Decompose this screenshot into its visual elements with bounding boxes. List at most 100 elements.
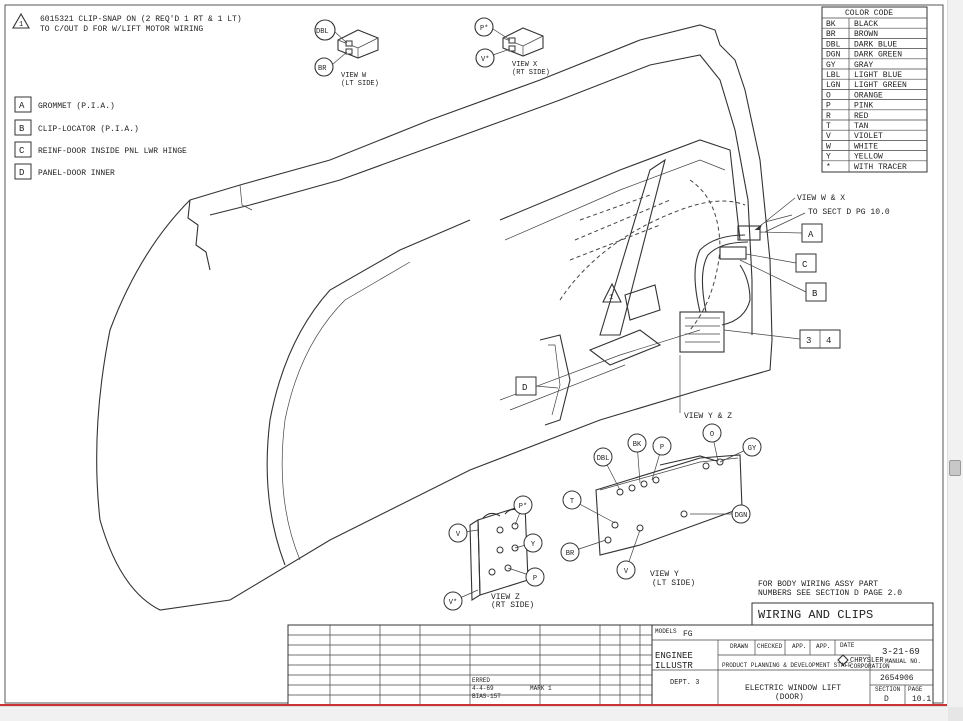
view-x: P* V* VIEW X (RT SIDE) — [474, 17, 550, 77]
color-code-12: W — [826, 142, 831, 151]
note-number: 1 — [19, 21, 23, 29]
color-code-11: V — [826, 132, 831, 141]
callout-a: A — [808, 230, 814, 240]
page-label: PAGE — [908, 686, 923, 693]
rev-line-3: MARK 1 — [530, 685, 552, 692]
callout-d: D — [522, 383, 527, 393]
illustration-label: ILLUSTR — [655, 661, 693, 671]
view-y-side: (LT SIDE) — [652, 579, 695, 588]
callout-b: B — [812, 289, 818, 299]
section-value: D — [884, 695, 889, 704]
body-wiring-reference: FOR BODY WIRING ASSY PART NUMBERS SEE SE… — [758, 580, 902, 598]
color-name-9: RED — [854, 112, 869, 121]
view-w-wire-br: BR — [318, 65, 327, 73]
view-w-side: (LT SIDE) — [341, 80, 379, 88]
callouts: VIEW W & X TO SECT D PG 10.0 A C B 3 4 D… — [515, 194, 890, 421]
view-y-title: VIEW Y — [650, 570, 679, 579]
color-code-4: GY — [826, 61, 836, 70]
scrollbar-thumb[interactable] — [949, 460, 961, 476]
drawing-title: WIRING AND CLIPS — [758, 608, 873, 622]
note-1: 1 6015321 CLIP-SNAP ON (2 REQ'D 1 RT & 1… — [12, 12, 242, 34]
rev-line-2: 4-4-69 — [472, 685, 494, 692]
legend-text-a: GROMMET (P.I.A.) — [38, 102, 115, 111]
callout-sect-ref: TO SECT D PG 10.0 — [808, 208, 890, 217]
corp-name: CHRYSLER — [850, 657, 884, 665]
door-inner-panel — [96, 24, 793, 611]
chrysler-logo: CHRYSLER CORPORATION — [837, 654, 890, 670]
view-z-wire-1: V — [456, 531, 461, 539]
view-y-wire-4: DBL — [597, 455, 610, 463]
callout-3: 3 — [806, 336, 811, 346]
view-z-side: (RT SIDE) — [491, 601, 534, 610]
body-ref-line-1: FOR BODY WIRING ASSY PART — [758, 580, 878, 589]
view-y-wire-8: V — [624, 568, 629, 576]
corp-sub: CORPORATION — [850, 663, 890, 670]
view-z-balloon-3 — [525, 567, 545, 587]
color-name-14: WITH TRACER — [854, 163, 907, 172]
title-block: WIRING AND CLIPS MODELS FG ENGINEE ILLUS… — [287, 602, 934, 706]
date-label: DATE — [840, 642, 855, 649]
note-triangle-icon — [12, 12, 30, 29]
view-y-balloon-2 — [702, 423, 722, 443]
rev-line-1: ERRED — [472, 677, 490, 684]
color-name-10: TAN — [854, 122, 869, 131]
bottom-edge-line — [0, 704, 948, 707]
legend-text-b: CLIP-LOCATOR (P.I.A.) — [38, 125, 139, 134]
callout-view-yz: VIEW Y & Z — [684, 412, 732, 421]
staff-name: PRODUCT PLANNING & DEVELOPMENT STAFF — [722, 662, 852, 669]
view-z-balloon-1 — [448, 523, 468, 543]
legend-letter-b: B — [19, 124, 25, 134]
color-code-0: BK — [826, 20, 836, 29]
view-z-title: VIEW Z — [491, 593, 520, 602]
color-name-11: VIOLET — [854, 132, 883, 141]
manual-no-label: MANUAL NO. — [885, 658, 921, 665]
view-y-balloon-7 — [560, 542, 580, 562]
view-z-wire-0: P* — [519, 503, 527, 511]
dept-label: DEPT. 3 — [670, 679, 699, 687]
view-z-wire-3: P — [533, 575, 537, 583]
color-code-8: P — [826, 102, 831, 111]
view-y-balloon-3 — [742, 437, 762, 457]
view-y-balloon-6 — [731, 504, 751, 524]
legend-letter-c: C — [19, 146, 25, 156]
color-code-6: LGN — [826, 81, 841, 90]
scrollbar-corner — [948, 707, 963, 721]
view-z: VIEW Z (RT SIDE) — [469, 504, 534, 610]
vertical-scrollbar[interactable] — [947, 0, 963, 707]
models-value: FG — [683, 630, 693, 639]
manual-no-value: 2654906 — [880, 674, 914, 683]
color-code-title: COLOR CODE — [845, 9, 893, 18]
view-z-balloon-0 — [513, 495, 533, 515]
note-line-1: 6015321 CLIP-SNAP ON (2 REQ'D 1 RT & 1 L… — [40, 15, 242, 24]
color-name-4: GRAY — [854, 61, 873, 70]
date-value: 3-21-69 — [882, 647, 920, 657]
checked-label: CHECKED — [757, 643, 783, 650]
view-z-wire-2: Y — [531, 541, 536, 549]
color-name-3: DARK GREEN — [854, 51, 902, 60]
view-y-balloon-0 — [627, 433, 647, 453]
color-code-13: Y — [826, 153, 831, 162]
horizontal-scrollbar[interactable] — [0, 706, 948, 721]
legend-letter-d: D — [19, 168, 24, 178]
legend-letter-a: A — [19, 101, 25, 111]
view-y-balloon-1 — [652, 436, 672, 456]
color-name-2: DARK BLUE — [854, 40, 897, 49]
view-x-side: (RT SIDE) — [512, 69, 550, 77]
view-y-wire-6: DGN — [735, 512, 748, 520]
color-code-3: DGN — [826, 51, 841, 60]
view-z-balloon-4 — [443, 591, 463, 611]
view-y-wire-1: P — [660, 444, 664, 452]
subject-sub: (DOOR) — [775, 693, 804, 702]
view-y-wire-5: T — [570, 498, 574, 506]
view-x-wire-p: P* — [480, 25, 488, 33]
models-label: MODELS — [655, 628, 677, 635]
note-line-2: TO C/OUT D FOR W/LIFT MOTOR WIRING — [40, 25, 203, 34]
parts-legend: A GROMMET (P.I.A.) B CLIP-LOCATOR (P.I.A… — [14, 96, 187, 180]
approval-2-label: APP. — [816, 643, 830, 650]
approval-1-label: APP. — [792, 643, 806, 650]
view-w: DBL BR VIEW W (LT SIDE) — [314, 19, 379, 88]
view-w-wire-dbl: DBL — [316, 28, 329, 36]
